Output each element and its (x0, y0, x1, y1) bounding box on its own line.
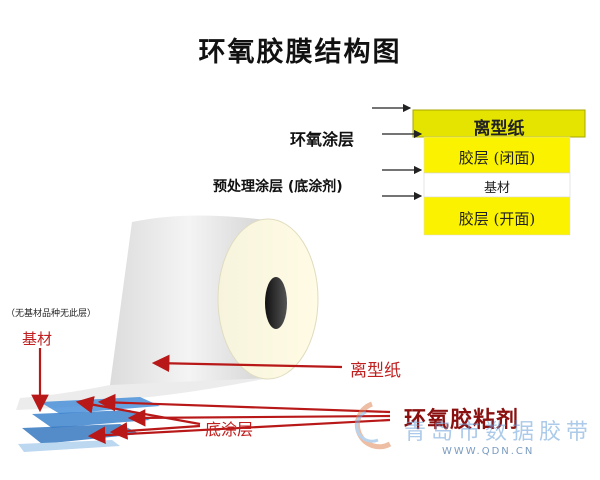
note-no-substrate: （无基材品种无此层） (6, 309, 97, 319)
red-arrows (31, 348, 391, 444)
tape-roll (16, 215, 319, 410)
roll-core (265, 277, 287, 329)
roll-label-release-paper: 离型纸 (350, 361, 401, 381)
watermark-ring-inner (355, 410, 379, 443)
label-pretreat-coating: 预处理涂层 (底涂剂) (213, 179, 343, 195)
arrow-release-paper (151, 354, 343, 373)
arrow-epoxy-2 (127, 409, 391, 427)
layer-label-substrate: 基材 (483, 181, 510, 196)
layer-label-adhesive-open: 胶层 (开面) (458, 210, 536, 228)
layer-label-release-paper: 离型纸 (473, 119, 525, 139)
arrow-primer-2 (109, 422, 201, 440)
release-paper-layer (412, 109, 586, 138)
roll-label-substrate: 基材 (22, 330, 53, 348)
roll-label-epoxy-adhesive: 环氧胶粘剂 (404, 408, 520, 433)
roll-label-primer: 底涂层 (205, 420, 254, 439)
arrow-epoxy-1 (97, 393, 391, 414)
arrow-epoxy-3 (87, 418, 391, 444)
substrate-layer (423, 172, 571, 198)
page-title: 环氧胶膜结构图 (198, 37, 402, 68)
layer-stack (412, 109, 586, 236)
watermark-text: 青岛市数据胶带 (404, 420, 594, 445)
layer-label-adhesive-closed: 胶层 (闭面) (458, 149, 536, 167)
label-epoxy-coating: 环氧涂层 (290, 130, 355, 149)
watermark-logo (354, 401, 392, 450)
film-layer-base (18, 440, 120, 452)
stack-pointer-arrows (372, 103, 423, 201)
adhesive-closed-layer (423, 136, 571, 174)
adhesive-open-layer (423, 196, 571, 236)
film-layer-middle (32, 410, 150, 428)
watermark-url: WWW.QDN.CN (442, 446, 535, 457)
